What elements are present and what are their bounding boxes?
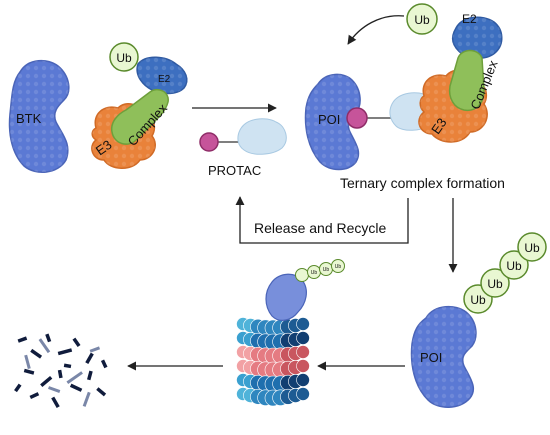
protac-warhead-ternary	[346, 107, 368, 129]
ub-label-left: Ub	[116, 51, 132, 65]
ub-label-chain-4: Ub	[524, 241, 540, 255]
e3-label-ternary: E3	[428, 115, 449, 137]
proteasome-subunit	[296, 373, 310, 387]
protac-label: PROTAC	[208, 163, 261, 178]
ub-label-small-1: Ub	[311, 270, 318, 276]
e2-label-left: E2	[158, 74, 171, 85]
ub-label-small-3: Ub	[335, 264, 342, 270]
poi-label-ternary: POI	[318, 112, 340, 127]
polyubiquitin-chain: Ub Ub Ub Ub	[463, 232, 547, 314]
btk-label: BTK	[16, 111, 42, 126]
ternary-caption: Ternary complex formation	[340, 175, 505, 191]
ub-label-chain-1: Ub	[470, 293, 486, 307]
proteasome-subunit	[296, 359, 310, 373]
ub-label-chain-2: Ub	[487, 277, 503, 291]
ub-label-ternary: Ub	[414, 13, 430, 27]
release-caption: Release and Recycle	[254, 220, 387, 236]
ub-circle-left	[109, 42, 139, 72]
ub-label-chain-3: Ub	[506, 259, 522, 273]
ternary-complex: POI E2 Complex E3 Ub	[304, 3, 503, 171]
ub-label-small-2: Ub	[323, 267, 330, 273]
proteasome-subunit	[296, 387, 310, 401]
arrow-ub-transfer	[347, 15, 405, 45]
btk-protein: BTK	[8, 59, 70, 173]
proteasome: Ub Ub Ub	[236, 259, 345, 407]
proteasome-subunit	[296, 345, 310, 359]
peptide-fragments	[14, 333, 108, 408]
ubiquitinated-poi: POI Ub Ub Ub Ub	[410, 232, 547, 408]
poi-label-bottom: POI	[420, 350, 442, 365]
e3-label-left: E3	[93, 137, 115, 158]
e3-ligase-complex-left: E2 E3 Complex Ub	[91, 42, 188, 169]
ub-circle-ternary	[406, 3, 438, 35]
small-ubiquitin-chain: Ub Ub Ub	[295, 259, 345, 282]
e2-label-ternary: E2	[462, 12, 477, 26]
protac-warhead	[199, 132, 219, 152]
arrow-release-recycle	[235, 196, 409, 244]
proteasome-subunit	[296, 317, 310, 331]
protac-molecule: PROTAC	[199, 118, 287, 178]
proteasome-subunit	[296, 331, 310, 345]
